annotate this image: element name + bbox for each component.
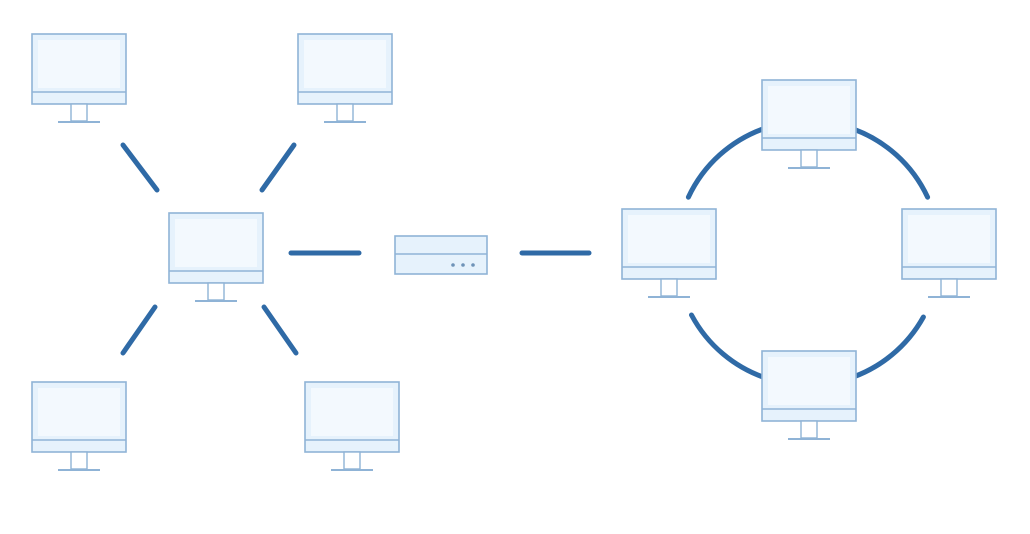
- ring-computer-top: [761, 79, 857, 169]
- ring-computer-bottom: [761, 350, 857, 440]
- monitor-stand-neck: [800, 420, 818, 439]
- monitor-display: [768, 86, 850, 134]
- link-hub-top-right: [259, 142, 297, 193]
- monitor-display: [38, 388, 120, 436]
- monitor-display: [768, 357, 850, 405]
- computer-top-right: [297, 33, 393, 123]
- ring-arc-bottom-right: [846, 314, 926, 381]
- link-hub-bottom-right: [261, 304, 299, 356]
- connection-links: [120, 142, 592, 356]
- ring-computer-left: [621, 208, 717, 298]
- monitor-stand-neck: [343, 451, 361, 470]
- hub-computer: [168, 212, 264, 302]
- computer-top-left: [31, 33, 127, 123]
- monitor-stand-neck: [660, 278, 678, 297]
- monitor-display: [628, 215, 710, 263]
- monitor-display: [311, 388, 393, 436]
- monitor-stand-neck: [940, 278, 958, 297]
- monitor-display: [908, 215, 990, 263]
- network-switch: [394, 235, 488, 275]
- monitor-stand-neck: [336, 103, 354, 122]
- monitor-display: [38, 40, 120, 88]
- computer-bottom-right: [304, 381, 400, 471]
- ring-arc-top-left: [685, 125, 768, 200]
- switch-led-2: [461, 263, 465, 267]
- switch-body: [394, 235, 488, 275]
- computer-bottom-left: [31, 381, 127, 471]
- monitor-display: [304, 40, 386, 88]
- ring-connection-arcs: [685, 125, 931, 381]
- devices: [31, 33, 997, 471]
- monitor-stand-neck: [70, 451, 88, 470]
- monitor-display: [175, 219, 257, 267]
- link-hub-top-left: [120, 142, 160, 193]
- ring-arc-top-right: [848, 125, 931, 200]
- monitor-stand-neck: [70, 103, 88, 122]
- monitor-stand-neck: [800, 149, 818, 168]
- switch-led-1: [451, 263, 455, 267]
- monitor-stand-neck: [207, 282, 225, 301]
- ring-arc-bottom-left: [689, 312, 770, 381]
- switch-led-3: [471, 263, 475, 267]
- ring-computer-right: [901, 208, 997, 298]
- link-hub-bottom-left: [120, 304, 158, 356]
